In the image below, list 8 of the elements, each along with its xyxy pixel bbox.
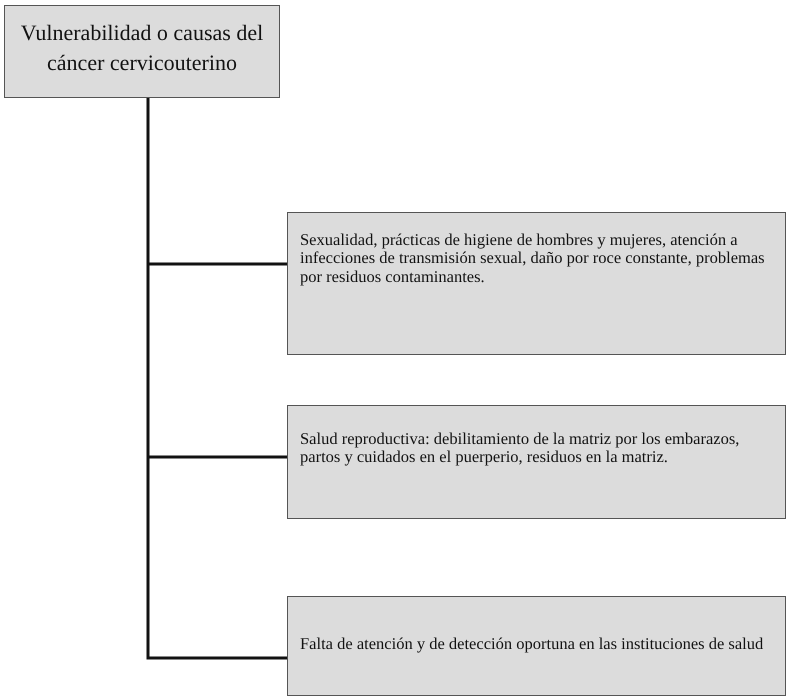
- cause-text: Sexualidad, prácticas de higiene de hombres y mujeres, atención a infecciones de transmisión sexual, daño por roce constante, problemas por residuos contaminantes.: [300, 231, 766, 286]
- heading-text: Vulnerabilidad o causas del cáncer cervicouterino: [20, 19, 264, 77]
- cause-box: [287, 405, 786, 519]
- cause-text: Falta de atención y de detección oportuna en las instituciones de salud: [300, 635, 764, 654]
- cause-box: [287, 212, 786, 355]
- title-box: [4, 5, 280, 98]
- cause-text: Salud reproductiva: debilitamiento de la matriz por los embarazos, partos y cuidados en el puerperio, residuos en la matriz.: [300, 430, 740, 467]
- cause-box: [287, 596, 786, 696]
